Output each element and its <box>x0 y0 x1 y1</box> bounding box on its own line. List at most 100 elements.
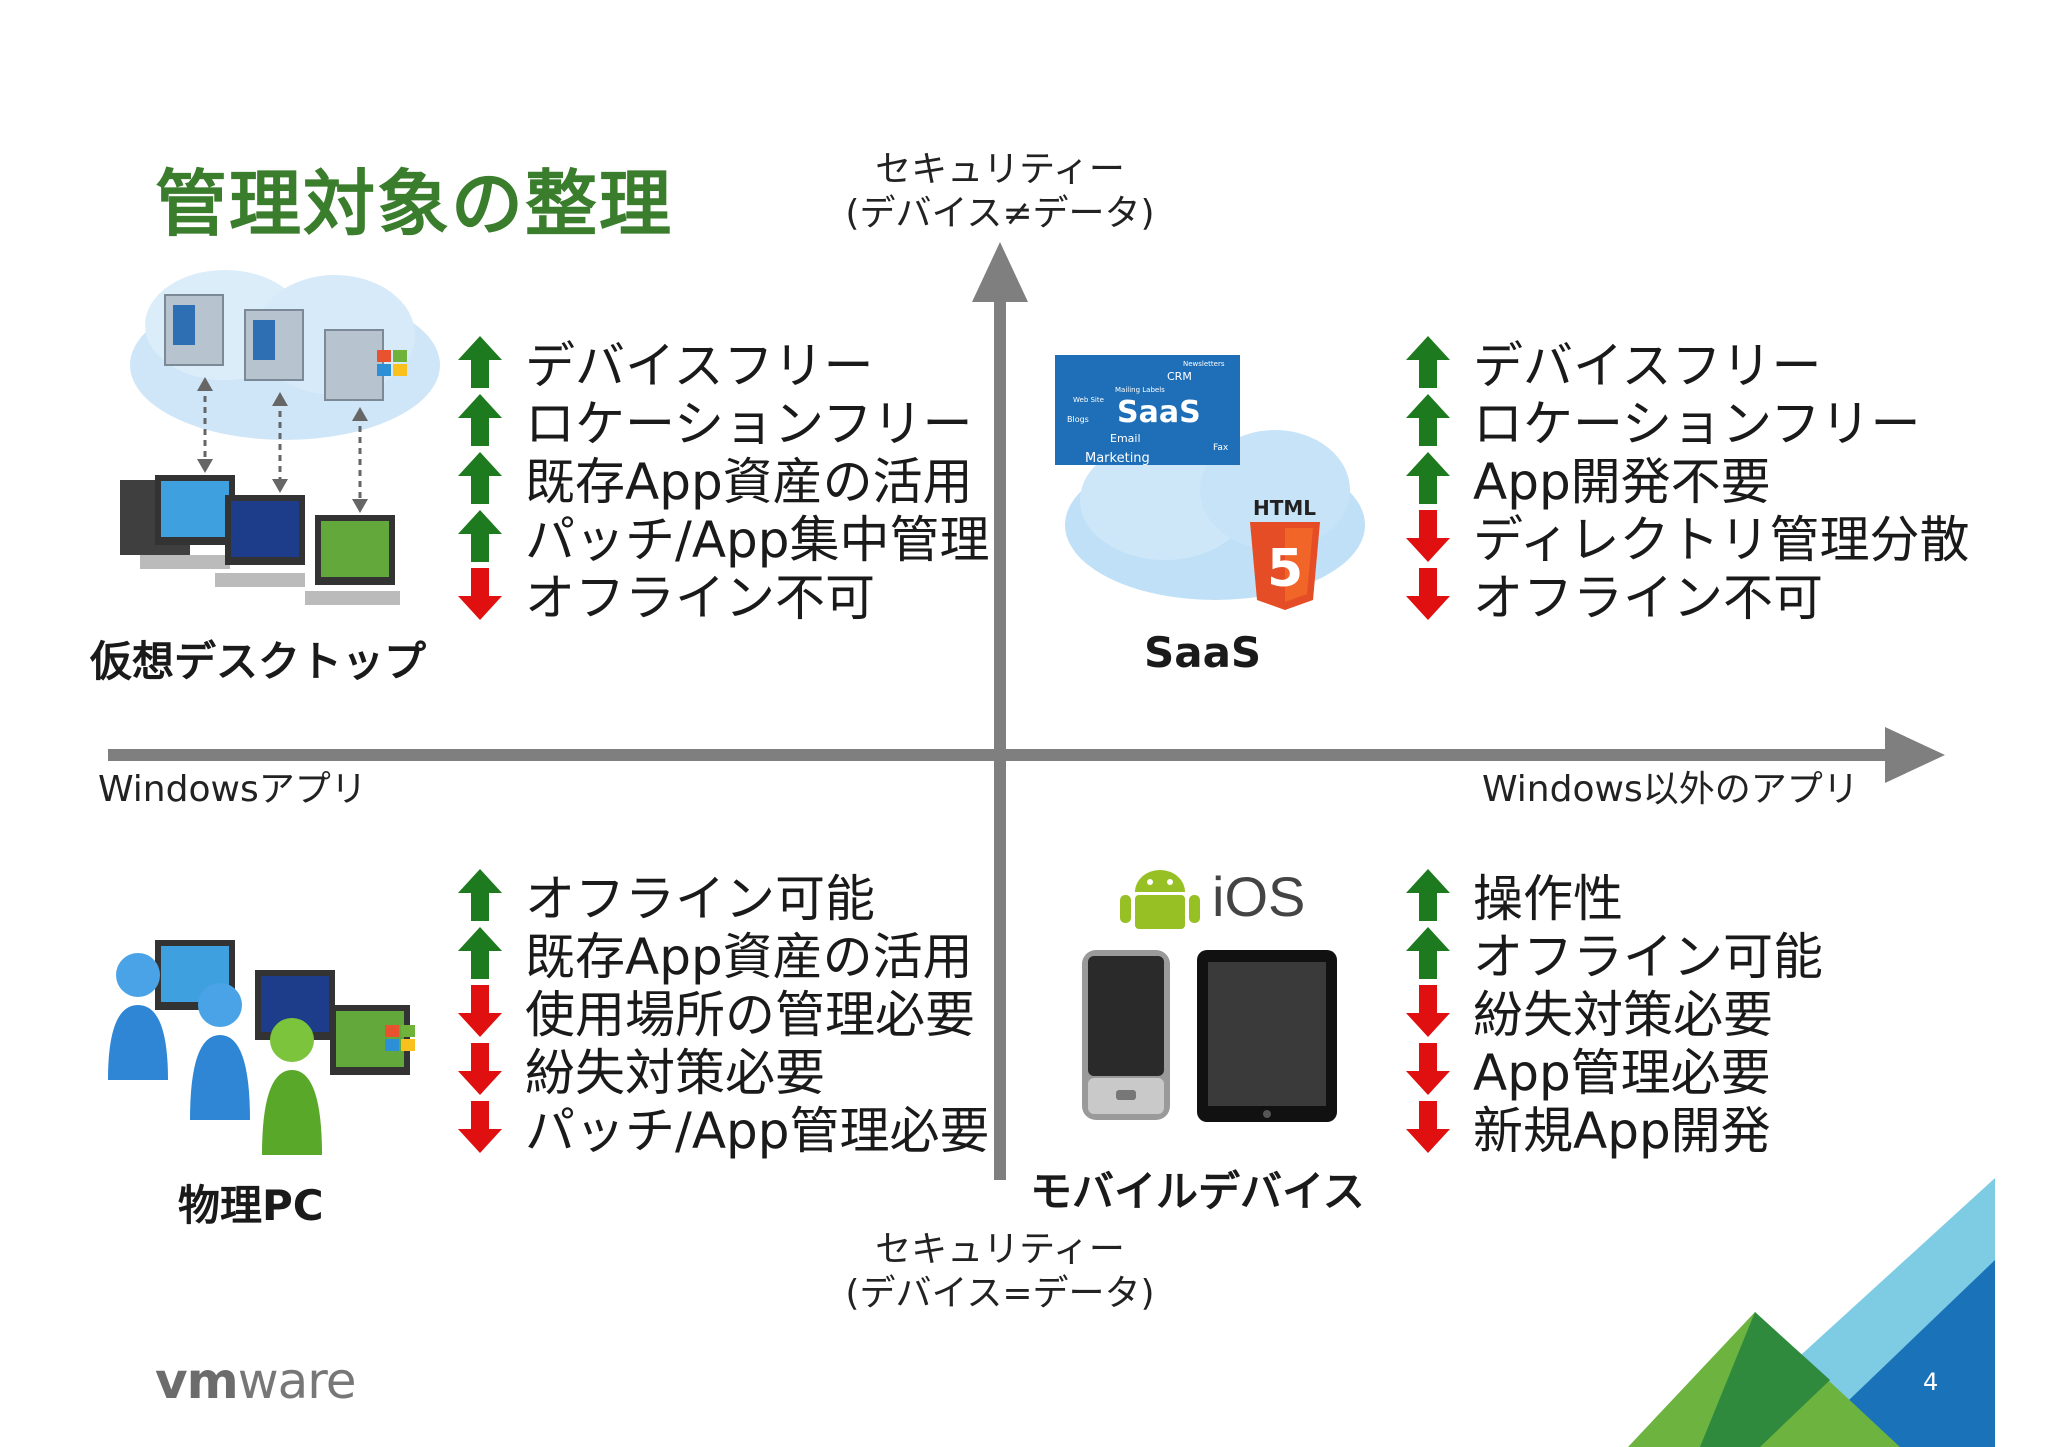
axis-top-line2: (デバイス≠データ) <box>845 193 1155 234</box>
quadrant-top-left-list: デバイスフリーロケーションフリー既存App資産の活用パッチ/App集中管理オフラ… <box>457 333 990 627</box>
list-item-label: 既存App資産の活用 <box>525 928 973 986</box>
list-item-label: 操作性 <box>1473 870 1623 928</box>
arrow-down-icon <box>1406 985 1450 1037</box>
quadrant-top-right-name: SaaS <box>1144 628 1262 677</box>
saas-cloud-word-web-site: Web Site <box>1073 396 1104 404</box>
tablet-icon <box>1197 950 1337 1122</box>
arrow-down-icon <box>1406 1101 1450 1153</box>
arrow-down-icon <box>1406 568 1450 620</box>
saas-illustration: SaaS CRM Email Marketing Fax Blogs Newsl… <box>1055 355 1365 610</box>
list-item-label: App開発不要 <box>1473 453 1771 511</box>
arrow-up-icon <box>1406 869 1450 921</box>
axis-top-label: セキュリティー (デバイス≠データ) <box>820 148 1180 236</box>
desktop-monitor-icon <box>120 475 400 605</box>
list-item-label: パッチ/App集中管理 <box>525 511 990 569</box>
list-item: 既存App資産の活用 <box>457 924 990 986</box>
arrow-down-icon <box>458 1101 502 1153</box>
saas-cloud-word-blogs: Blogs <box>1067 415 1089 424</box>
windows-logo-icon <box>385 1025 415 1051</box>
user-person-icon <box>108 953 322 1155</box>
axis-bottom-label: セキュリティー (デバイス=データ) <box>820 1228 1180 1316</box>
list-item: オフライン不可 <box>1405 565 1970 627</box>
arrow-up-icon <box>458 336 502 388</box>
arrow-down-icon <box>1406 510 1450 562</box>
list-item-label: オフライン可能 <box>1473 928 1823 986</box>
arrow-down-icon <box>458 568 502 620</box>
arrow-up-icon <box>1406 452 1450 504</box>
list-item-label: 既存App資産の活用 <box>525 453 973 511</box>
list-item: ロケーションフリー <box>457 391 990 453</box>
list-item: 新規App開発 <box>1405 1098 1823 1160</box>
arrow-down-icon <box>1406 1043 1450 1095</box>
list-item-label: パッチ/App管理必要 <box>525 1102 990 1160</box>
axis-bottom-line2: (デバイス=データ) <box>845 1273 1155 1314</box>
saas-cloud-word-mailing-labels: Mailing Labels <box>1115 386 1165 394</box>
vmware-logo: vmware <box>155 1352 356 1410</box>
quadrant-bottom-left-name: 物理PC <box>178 1181 324 1230</box>
arrow-up-icon <box>458 510 502 562</box>
list-item: ディレクトリ管理分散 <box>1405 507 1970 569</box>
list-item: パッチ/App集中管理 <box>457 507 990 569</box>
arrow-up-icon <box>1406 927 1450 979</box>
smartphone-icon <box>1082 950 1170 1120</box>
vertical-axis-arrowhead <box>972 242 1028 302</box>
physical-pc-illustration <box>108 940 415 1155</box>
list-item: オフライン可能 <box>457 866 990 928</box>
saas-word-cloud-panel <box>1055 355 1240 465</box>
arrow-down-icon <box>458 1043 502 1095</box>
list-item-label: 紛失対策必要 <box>1473 986 1773 1044</box>
list-item: 紛失対策必要 <box>1405 982 1823 1044</box>
saas-cloud-word-marketing: Marketing <box>1085 451 1150 466</box>
quadrant-bottom-right-name: モバイルデバイス <box>1030 1167 1365 1216</box>
list-item-label: オフライン不可 <box>1473 569 1823 627</box>
axis-bottom-line1: セキュリティー <box>875 1229 1125 1270</box>
list-item-label: ロケーションフリー <box>525 395 973 453</box>
list-item: 操作性 <box>1405 866 1823 928</box>
list-item-label: 紛失対策必要 <box>525 1044 825 1102</box>
list-item-label: ディレクトリ管理分散 <box>1473 511 1970 569</box>
saas-cloud-word-saas: SaaS <box>1117 395 1201 430</box>
horizontal-axis-arrowhead <box>1885 727 1945 783</box>
vmware-logo-vm: vm <box>155 1352 239 1410</box>
page-number: 4 <box>1923 1368 1939 1396</box>
mobile-devices-illustration <box>1082 950 1337 1122</box>
arrow-up-icon <box>458 452 502 504</box>
axis-left-label: Windowsアプリ <box>98 769 367 810</box>
android-icon <box>1120 870 1200 929</box>
saas-cloud-word-newsletters: Newsletters <box>1183 360 1225 368</box>
html5-icon: HTML 5 <box>1250 496 1320 610</box>
list-item-label: オフライン不可 <box>525 569 875 627</box>
html5-badge-label: HTML <box>1253 496 1316 520</box>
axis-right-label: Windows以外のアプリ <box>1482 769 1859 810</box>
list-item-label: デバイスフリー <box>525 337 874 395</box>
corner-triangle-darkgreen <box>1700 1312 1830 1447</box>
list-item-label: ロケーションフリー <box>1473 395 1921 453</box>
list-item-label: App管理必要 <box>1473 1044 1771 1102</box>
list-item: App管理必要 <box>1405 1040 1823 1102</box>
arrow-up-icon <box>1406 394 1450 446</box>
quadrant-bottom-left-list: オフライン可能既存App資産の活用使用場所の管理必要紛失対策必要パッチ/App管… <box>457 866 990 1160</box>
saas-cloud-word-crm: CRM <box>1167 370 1192 383</box>
html5-number: 5 <box>1267 539 1303 599</box>
list-item-label: 使用場所の管理必要 <box>525 986 975 1044</box>
list-item: 紛失対策必要 <box>457 1040 990 1102</box>
list-item: デバイスフリー <box>457 333 990 395</box>
list-item: App開発不要 <box>1405 449 1970 511</box>
virtual-desktop-illustration <box>120 270 440 605</box>
axis-top-line1: セキュリティー <box>875 149 1125 190</box>
list-item: 使用場所の管理必要 <box>457 982 990 1044</box>
arrow-down-icon <box>458 985 502 1037</box>
list-item: デバイスフリー <box>1405 333 1970 395</box>
arrow-up-icon <box>458 927 502 979</box>
arrow-up-icon <box>458 394 502 446</box>
arrow-up-icon <box>458 869 502 921</box>
slide-title: 管理対象の整理 <box>155 162 674 246</box>
arrow-up-icon <box>1406 336 1450 388</box>
list-item: パッチ/App管理必要 <box>457 1098 990 1160</box>
list-item-label: デバイスフリー <box>1473 337 1822 395</box>
list-item-label: オフライン可能 <box>525 870 875 928</box>
